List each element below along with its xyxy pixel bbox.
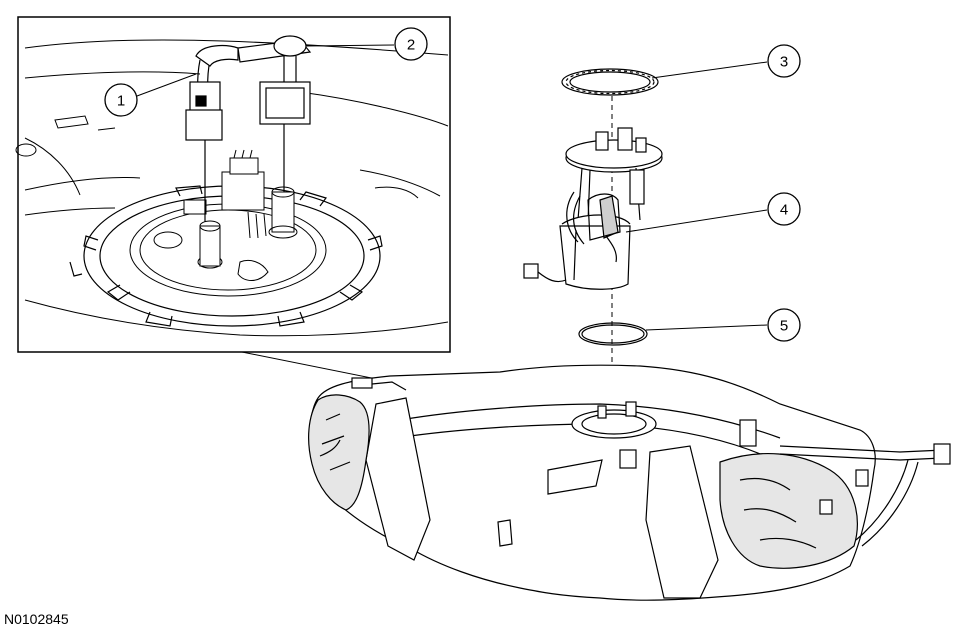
callout-2-leader: [305, 44, 395, 47]
callout-3-circle: [767, 44, 801, 78]
callout-5: 5: [645, 308, 801, 342]
callout-1-label: 1: [117, 93, 125, 110]
o-ring-component: [578, 322, 648, 346]
callout-5-circle: [767, 308, 801, 342]
lock-ring-component: [561, 68, 659, 96]
callout-1: 1: [104, 73, 197, 117]
callout-4: 4: [625, 192, 801, 233]
callout-5-leader: [645, 324, 768, 331]
detail-inset: 1 2: [15, 16, 451, 353]
callout-5-label: 5: [780, 318, 788, 335]
inset-electrical-connector: [183, 149, 267, 239]
inset-vapor-line-2: [237, 35, 312, 192]
callout-3: 3: [651, 44, 801, 79]
callout-1-circle: [104, 83, 138, 117]
inset-tank-surface: [15, 39, 449, 337]
callout-2-label: 2: [407, 37, 415, 54]
callout-2: 2: [305, 27, 428, 61]
figure-id: N0102845: [4, 611, 69, 627]
callout-3-label: 3: [780, 54, 788, 71]
fuel-tank: [308, 364, 951, 601]
callout-4-leader: [625, 209, 768, 233]
callout-4-label: 4: [780, 202, 788, 219]
callout-1-leader: [136, 73, 197, 97]
fuel-pump-module-component: [523, 127, 663, 290]
callout-2-circle: [394, 27, 428, 61]
inset-fuel-line-1: [185, 45, 239, 222]
callout-4-circle: [767, 192, 801, 226]
callout-3-leader: [651, 61, 768, 79]
